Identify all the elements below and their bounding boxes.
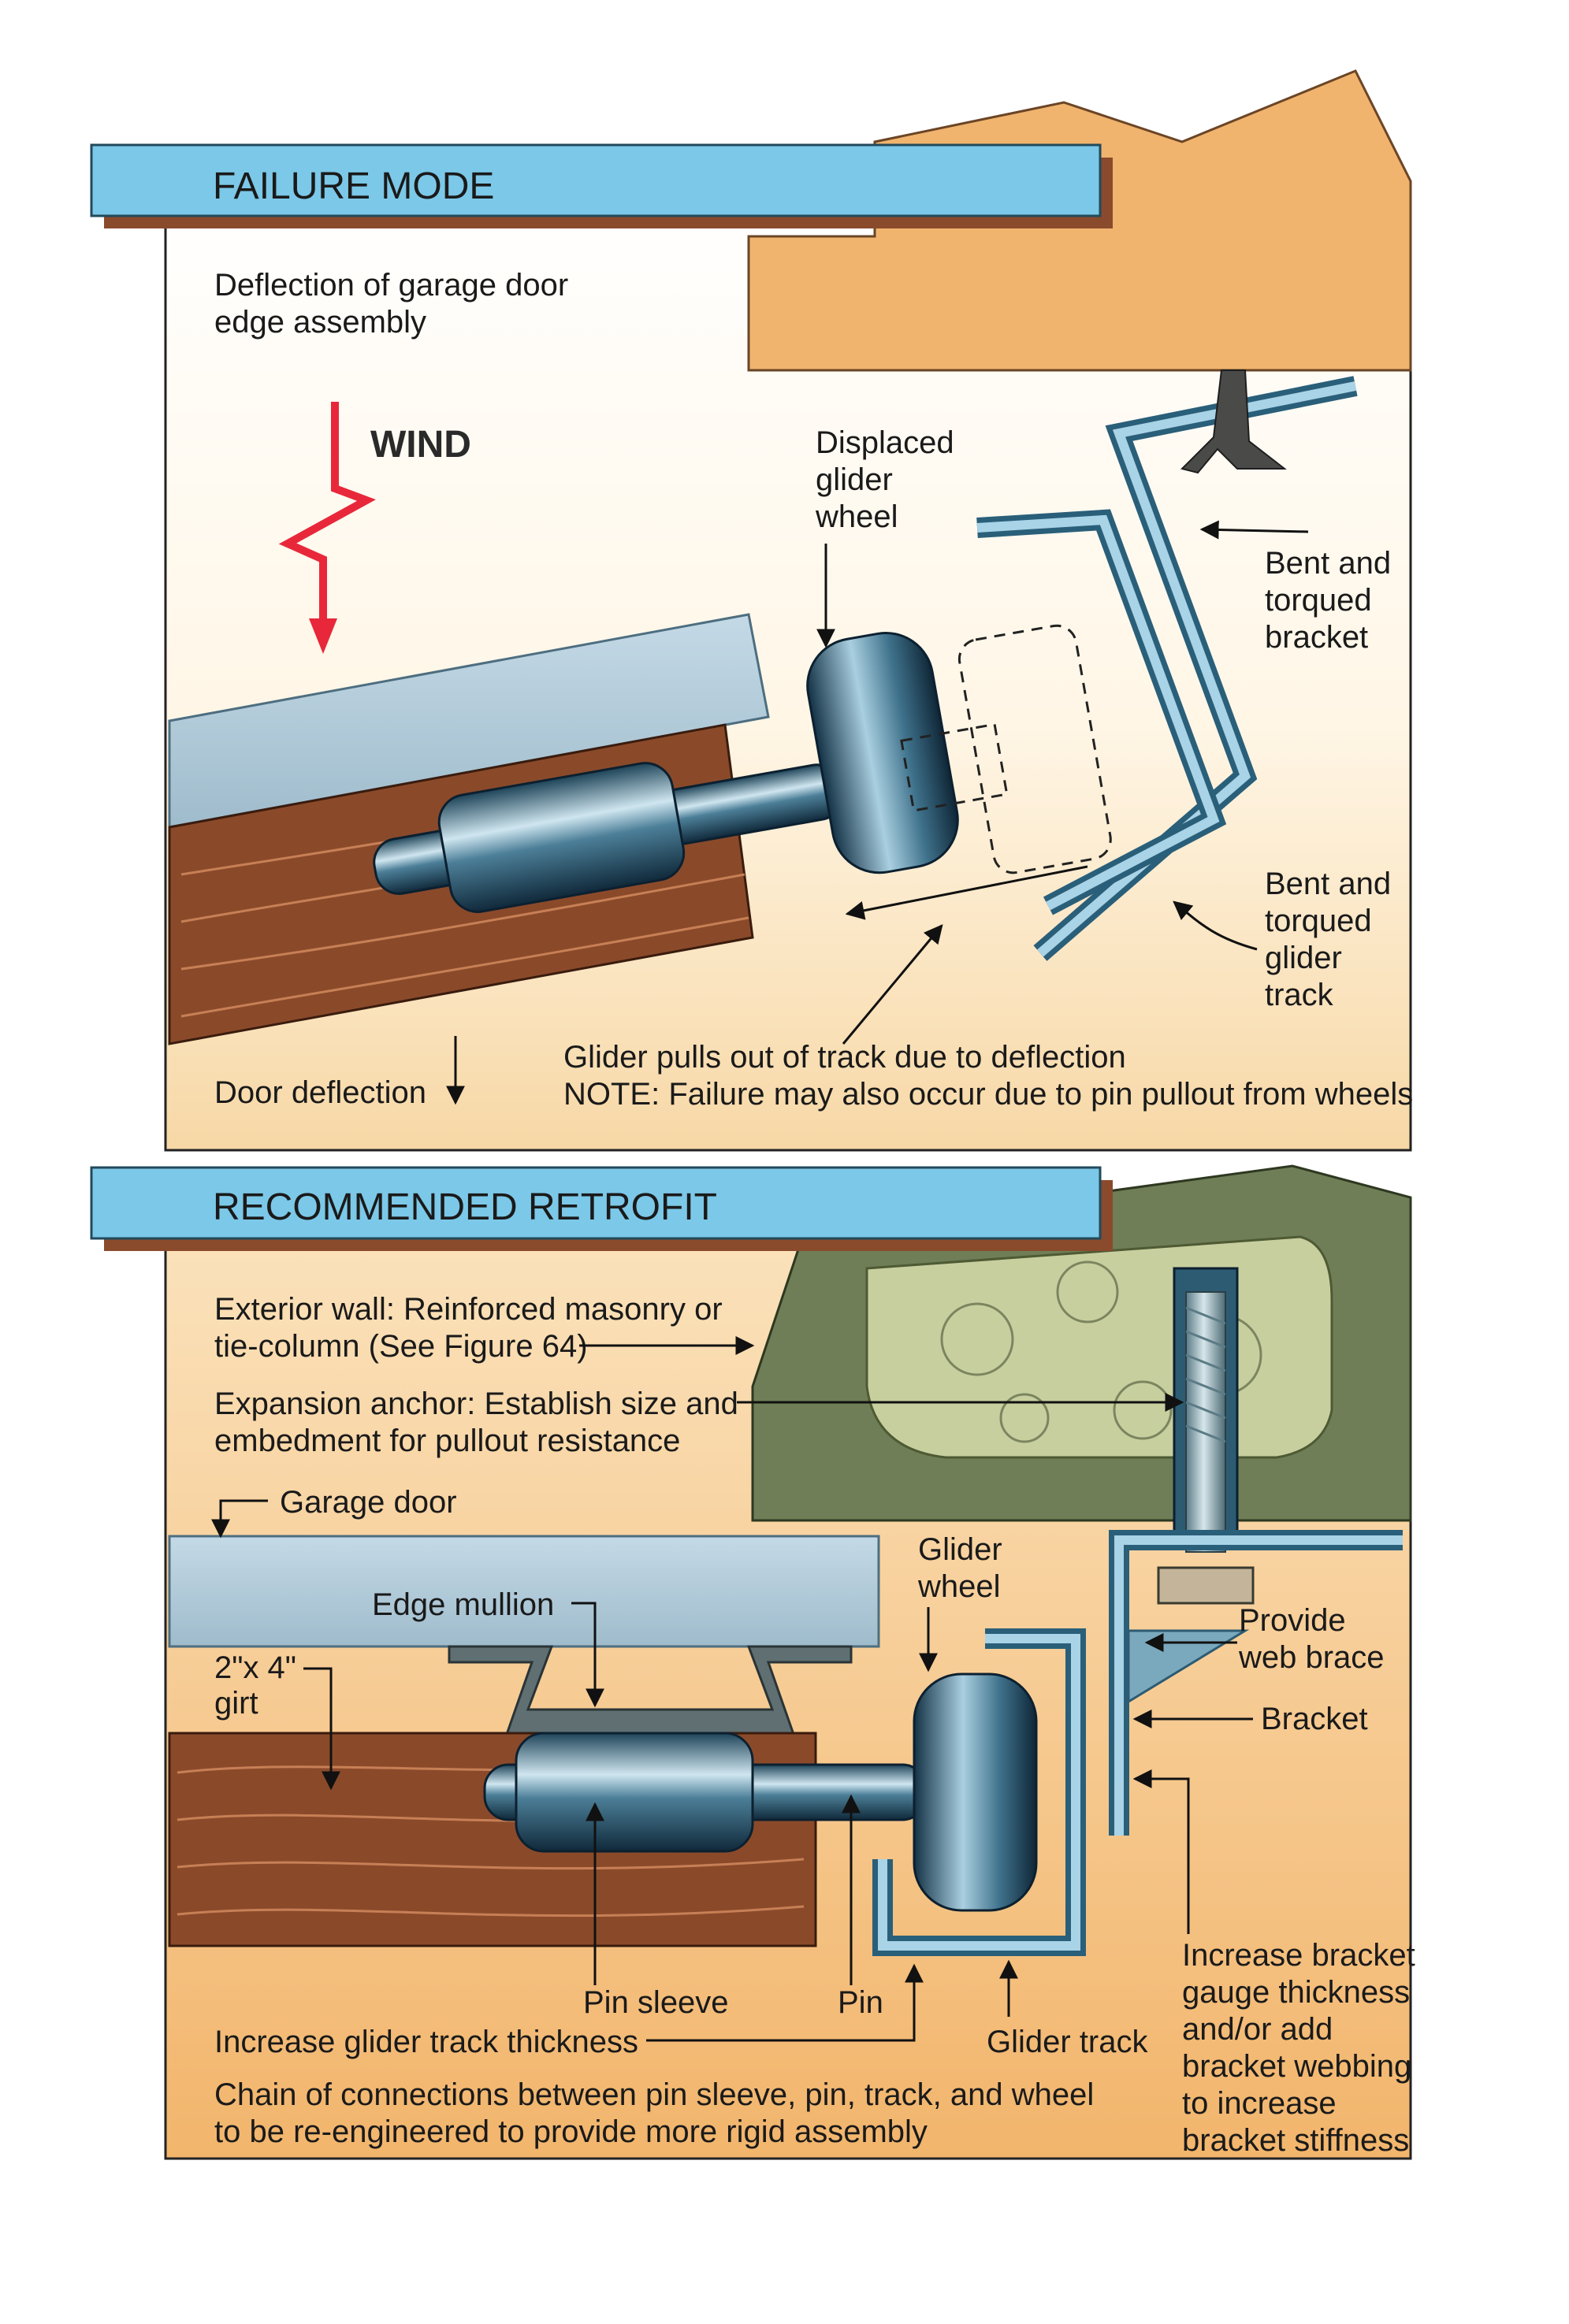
edge-mullion xyxy=(448,1645,853,1743)
failure-caption-line2: edge assembly xyxy=(214,305,426,340)
wind-arrow xyxy=(278,402,376,654)
retrofit-header-bar xyxy=(90,1166,1102,1240)
door-deflection-label: Door deflection xyxy=(214,1075,426,1110)
increase-bracket-label-3: and/or add xyxy=(1182,2012,1333,2047)
web-brace-label-1: Provide xyxy=(1239,1603,1346,1638)
increase-bracket-label-5: to increase xyxy=(1182,2086,1337,2121)
bent-track-label-2: torqued xyxy=(1265,904,1372,938)
expansion-anchor xyxy=(1157,1267,1255,1605)
retrofit-glider-track xyxy=(872,1628,1086,1956)
edge-mullion-label: Edge mullion xyxy=(372,1587,554,1622)
bent-track-label-1: Bent and xyxy=(1265,867,1391,901)
retrofit-header-title: RECOMMENDED RETROFIT xyxy=(213,1186,717,1228)
glider-wheel xyxy=(913,1672,1038,1912)
bent-track-label-4: track xyxy=(1265,978,1334,1012)
bracket-label: Bracket xyxy=(1261,1702,1368,1736)
pin-label: Pin xyxy=(838,1985,883,2020)
bent-bracket-label-1: Bent and xyxy=(1265,546,1391,581)
displaced-wheel-label-3: wheel xyxy=(815,499,898,534)
pin-sleeve xyxy=(515,1732,754,1853)
deflected-door-panel xyxy=(168,613,770,829)
displaced-wheel-label-2: glider xyxy=(816,462,893,497)
failure-mode-panel: FAILURE MODE Deflection of garage door e… xyxy=(90,69,1413,1152)
i-beam-section xyxy=(1180,369,1287,474)
increase-bracket-label-4: bracket webbing xyxy=(1182,2049,1411,2084)
failure-header-bar xyxy=(90,143,1102,217)
original-wheel-outline xyxy=(900,624,1112,874)
increase-track-label: Increase glider track thickness xyxy=(214,2025,638,2059)
failure-note-label: NOTE: Failure may also occur due to pin … xyxy=(563,1077,1413,1112)
displaced-glider-wheel xyxy=(806,632,959,874)
bent-glider-track xyxy=(976,509,1227,915)
chain-label-1: Chain of connections between pin sleeve,… xyxy=(214,2077,1094,2112)
exterior-wall-label-2: tie-column (See Figure 64) xyxy=(214,1329,588,1364)
anchor-nut xyxy=(1157,1566,1255,1605)
increase-bracket-label-1: Increase bracket xyxy=(1182,1938,1415,1973)
girt-label-2: girt xyxy=(214,1686,258,1721)
chain-label-2: to be re-engineered to provide more rigi… xyxy=(214,2114,928,2149)
wind-label: WIND xyxy=(370,424,471,466)
garage-door-panel xyxy=(168,1535,880,1648)
girt-label-1: 2"x 4" xyxy=(214,1650,296,1685)
bent-bracket-label-3: bracket xyxy=(1265,620,1368,655)
failure-caption-line1: Deflection of garage door xyxy=(214,268,568,303)
bent-bracket-label-2: torqued xyxy=(1265,583,1372,618)
glider-wheel-label-2: wheel xyxy=(917,1569,1001,1604)
glider-wheel-label-1: Glider xyxy=(918,1532,1002,1567)
deflected-pin-assembly xyxy=(373,632,959,913)
retrofit-panel: RECOMMENDED RETROFIT xyxy=(90,1164,1415,2160)
glider-pulls-out-label: Glider pulls out of track due to deflect… xyxy=(563,1040,1126,1075)
expansion-anchor-label-1: Expansion anchor: Establish size and xyxy=(214,1387,738,1421)
web-brace-label-2: web brace xyxy=(1238,1640,1385,1675)
garage-door-label: Garage door xyxy=(280,1485,457,1520)
glider-track-label: Glider track xyxy=(987,2025,1148,2059)
exterior-wall-label-1: Exterior wall: Reinforced masonry or xyxy=(214,1292,723,1327)
pin-sleeve-label: Pin sleeve xyxy=(583,1985,729,2020)
bent-track-label-3: glider xyxy=(1265,941,1342,975)
expansion-anchor-label-2: embedment for pullout resistance xyxy=(214,1424,680,1458)
deflected-pin-sleeve xyxy=(437,762,686,913)
failure-header-title: FAILURE MODE xyxy=(213,165,494,207)
increase-bracket-label-2: gauge thickness xyxy=(1182,1975,1410,2010)
increase-bracket-label-6: bracket stiffness xyxy=(1182,2123,1409,2158)
displaced-wheel-label-1: Displaced xyxy=(816,425,954,460)
